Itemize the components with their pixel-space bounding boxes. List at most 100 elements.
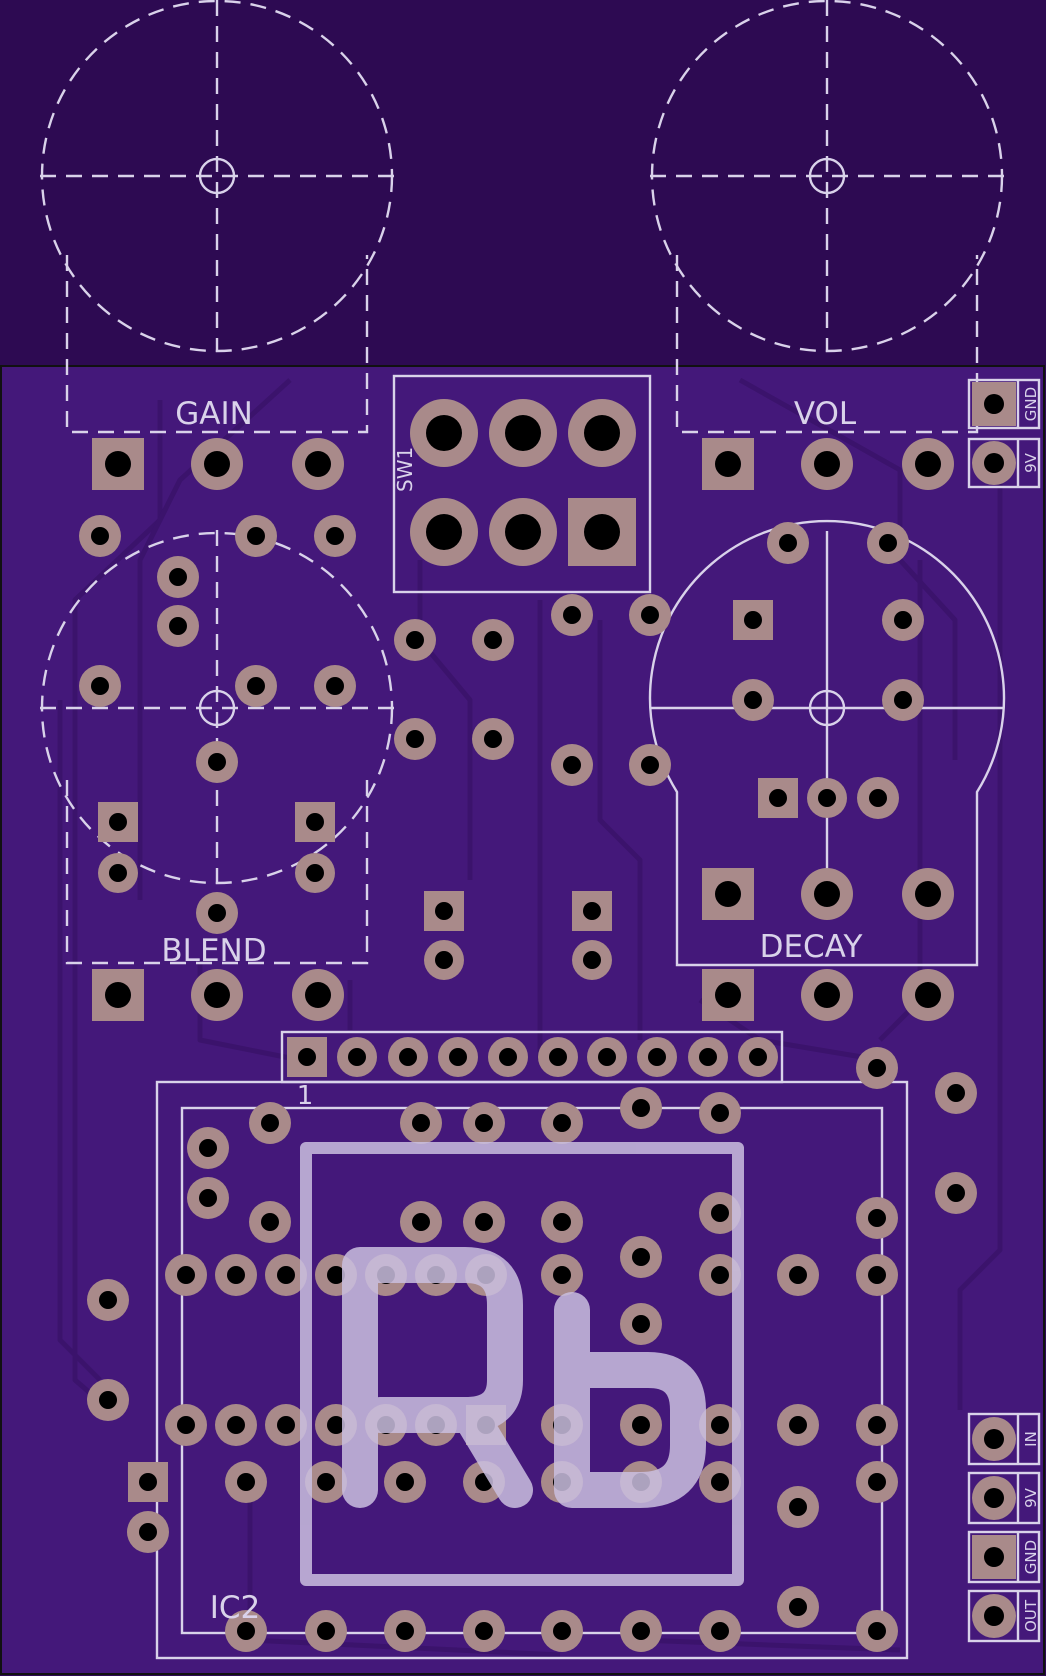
drill-hole: [584, 514, 620, 550]
drill-hole: [475, 1213, 493, 1231]
drill-hole: [553, 1622, 571, 1640]
drill-hole: [894, 691, 912, 709]
drill-hole: [169, 617, 187, 635]
drill-hole: [109, 813, 127, 831]
drill-hole: [237, 1473, 255, 1491]
drill-hole: [426, 415, 462, 451]
drill-hole: [814, 881, 840, 907]
ic2-label: IC2: [210, 1590, 261, 1626]
drill-hole: [584, 415, 620, 451]
drill-hole: [298, 1048, 316, 1066]
drill-hole: [769, 789, 787, 807]
drill-hole: [715, 881, 741, 907]
drill-hole: [91, 527, 109, 545]
drill-hole: [868, 1209, 886, 1227]
drill-hole: [947, 1084, 965, 1102]
drill-hole: [648, 1048, 666, 1066]
drill-hole: [632, 1416, 650, 1434]
drill-hole: [814, 451, 840, 477]
drill-hole: [326, 677, 344, 695]
drill-hole: [563, 606, 581, 624]
drill-hole: [915, 451, 941, 477]
drill-hole: [779, 534, 797, 552]
rb-logo: [300, 1142, 744, 1586]
drill-hole: [399, 1048, 417, 1066]
drill-hole: [947, 1184, 965, 1202]
drill-hole: [749, 1048, 767, 1066]
drill-hole: [789, 1598, 807, 1616]
drill-hole: [715, 982, 741, 1008]
drill-hole: [711, 1473, 729, 1491]
drill-hole: [563, 756, 581, 774]
drill-hole: [984, 1429, 1004, 1449]
drill-hole: [583, 951, 601, 969]
drill-hole: [984, 1488, 1004, 1508]
drill-hole: [711, 1204, 729, 1222]
sw1-label: SW1: [393, 447, 417, 492]
drill-hole: [711, 1416, 729, 1434]
drill-hole: [818, 789, 836, 807]
drill-hole: [348, 1048, 366, 1066]
drill-hole: [204, 982, 230, 1008]
vol-label: VOL: [794, 396, 857, 432]
drill-hole: [105, 982, 131, 1008]
drill-hole: [789, 1498, 807, 1516]
gain-label: GAIN: [175, 396, 253, 432]
connector-label: IN: [1022, 1431, 1040, 1447]
drill-hole: [699, 1048, 717, 1066]
drill-hole: [868, 1416, 886, 1434]
drill-hole: [169, 568, 187, 586]
drill-hole: [396, 1473, 414, 1491]
drill-hole: [305, 451, 331, 477]
drill-hole: [711, 1622, 729, 1640]
sw1-outline: [392, 374, 652, 594]
drill-hole: [868, 1266, 886, 1284]
connector-label: OUT: [1022, 1599, 1040, 1632]
drill-hole: [632, 1315, 650, 1333]
drill-hole: [553, 1213, 571, 1231]
drill-hole: [814, 982, 840, 1008]
drill-hole: [711, 1266, 729, 1284]
drill-hole: [396, 1622, 414, 1640]
drill-hole: [435, 902, 453, 920]
decay-label: DECAY: [760, 929, 863, 965]
drill-hole: [484, 631, 502, 649]
ic2-outline: [155, 1080, 909, 1660]
drill-hole: [868, 1473, 886, 1491]
drill-hole: [406, 631, 424, 649]
drill-hole: [499, 1048, 517, 1066]
drill-hole: [426, 514, 462, 550]
drill-hole: [915, 982, 941, 1008]
drill-hole: [641, 756, 659, 774]
drill-hole: [632, 1248, 650, 1266]
drill-hole: [99, 1391, 117, 1409]
drill-hole: [641, 606, 659, 624]
drill-hole: [744, 611, 762, 629]
drill-hole: [306, 813, 324, 831]
drill-hole: [984, 394, 1004, 414]
drill-hole: [109, 864, 127, 882]
connector-label: 9V: [1022, 452, 1040, 473]
drill-hole: [553, 1114, 571, 1132]
drill-hole: [879, 534, 897, 552]
copper-pads: [79, 382, 1016, 1652]
drill-hole: [449, 1048, 467, 1066]
drill-hole: [177, 1416, 195, 1434]
drill-hole: [598, 1048, 616, 1066]
drill-hole: [237, 1622, 255, 1640]
drill-hole: [412, 1213, 430, 1231]
drill-hole: [632, 1099, 650, 1117]
drill-hole: [715, 451, 741, 477]
decay-pot-outline: [648, 519, 1006, 967]
drill-hole: [789, 1266, 807, 1284]
pin1-label: 1: [297, 1081, 314, 1111]
drill-hole: [484, 730, 502, 748]
drill-hole: [744, 691, 762, 709]
drill-hole: [984, 1606, 1004, 1626]
drill-hole: [505, 415, 541, 451]
drill-hole: [227, 1266, 245, 1284]
connector-label: GND: [1022, 387, 1040, 421]
drill-hole: [227, 1416, 245, 1434]
drill-hole: [139, 1473, 157, 1491]
drill-hole: [99, 1291, 117, 1309]
